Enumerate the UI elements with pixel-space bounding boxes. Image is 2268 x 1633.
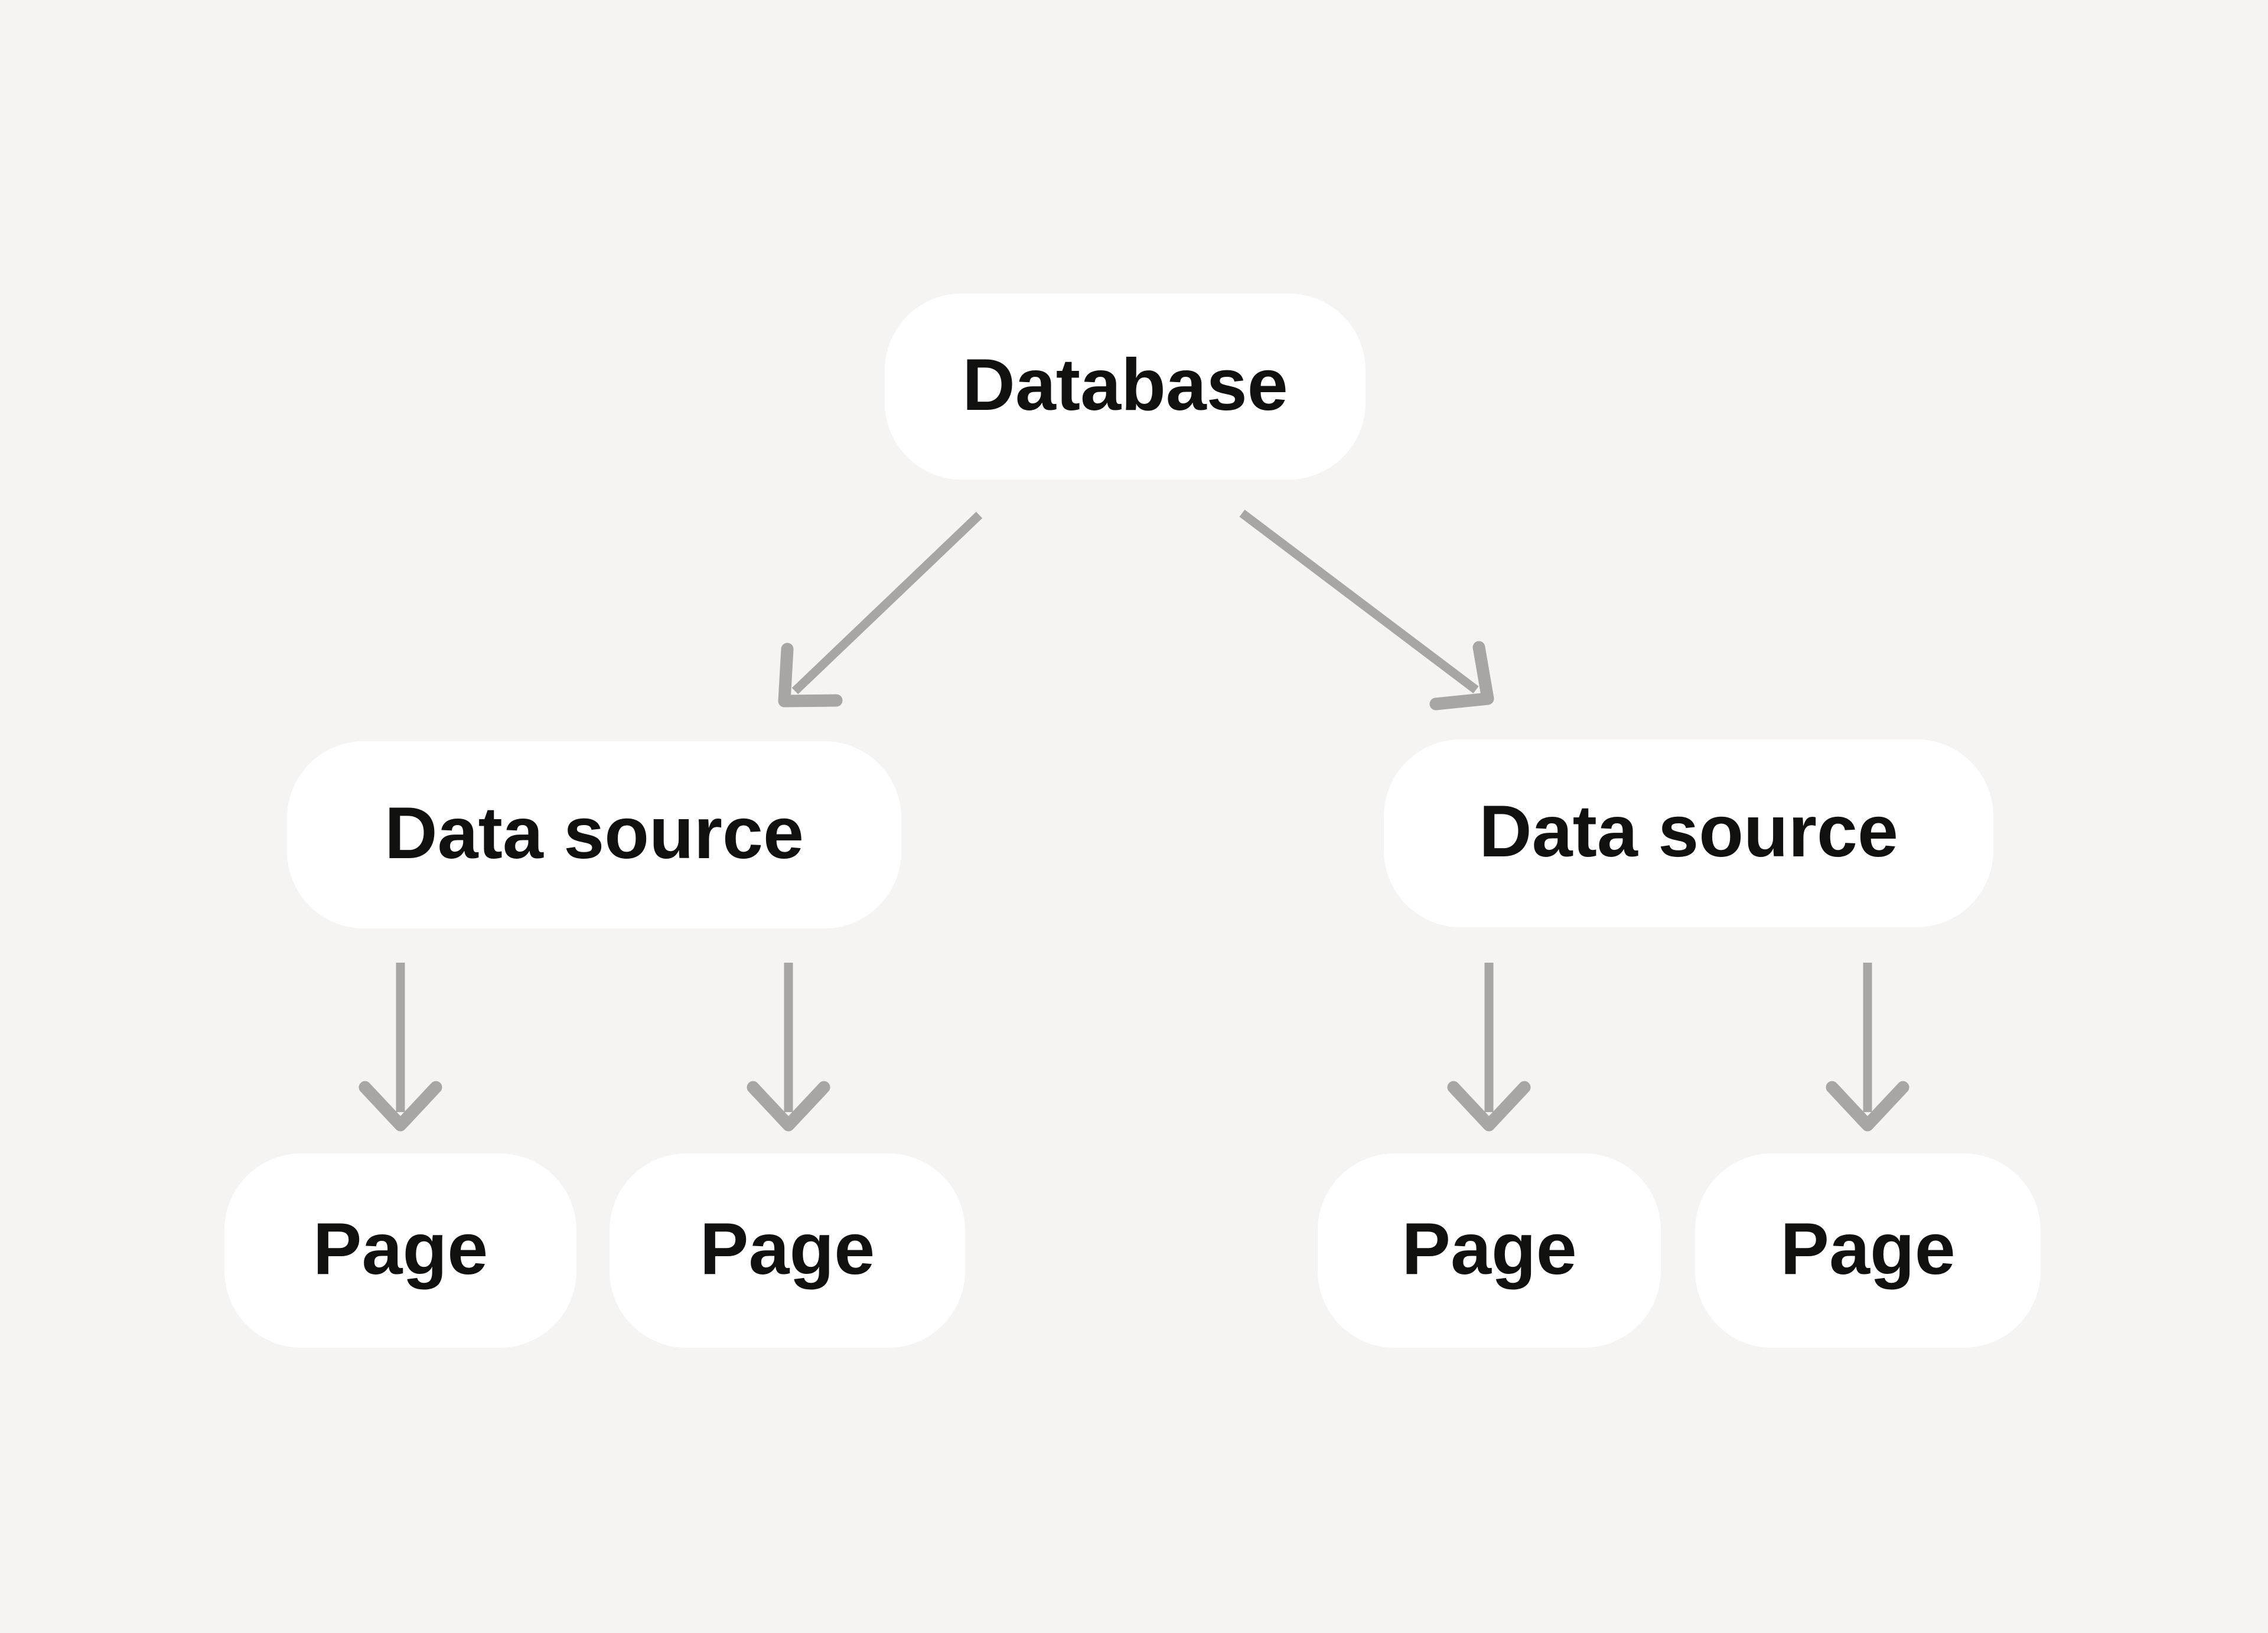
node-page-3: Page (1318, 1153, 1661, 1348)
node-page-1-label: Page (312, 1208, 488, 1290)
node-database: Database (885, 294, 1366, 480)
node-page-4-label: Page (1780, 1208, 1956, 1290)
node-page-3-label: Page (1402, 1208, 1577, 1290)
node-page-1: Page (224, 1153, 576, 1348)
node-data-source-left: Data source (287, 741, 901, 928)
node-page-2-label: Page (699, 1208, 875, 1290)
node-page-4: Page (1695, 1153, 2041, 1348)
arrow-data-source-right-to-page-4 (1826, 963, 1909, 1132)
arrow-database-to-data-source-left (778, 511, 983, 708)
node-data-source-right: Data source (1384, 739, 1993, 927)
node-page-2: Page (610, 1153, 965, 1348)
node-data-source-left-label: Data source (384, 792, 804, 874)
arrow-data-source-left-to-page-2 (747, 963, 830, 1132)
node-data-source-right-label: Data source (1479, 791, 1898, 872)
arrow-database-to-data-source-right (1239, 510, 1494, 710)
arrow-data-source-left-to-page-1 (359, 963, 442, 1132)
arrow-data-source-right-to-page-3 (1447, 963, 1531, 1132)
node-database-label: Database (962, 344, 1288, 426)
